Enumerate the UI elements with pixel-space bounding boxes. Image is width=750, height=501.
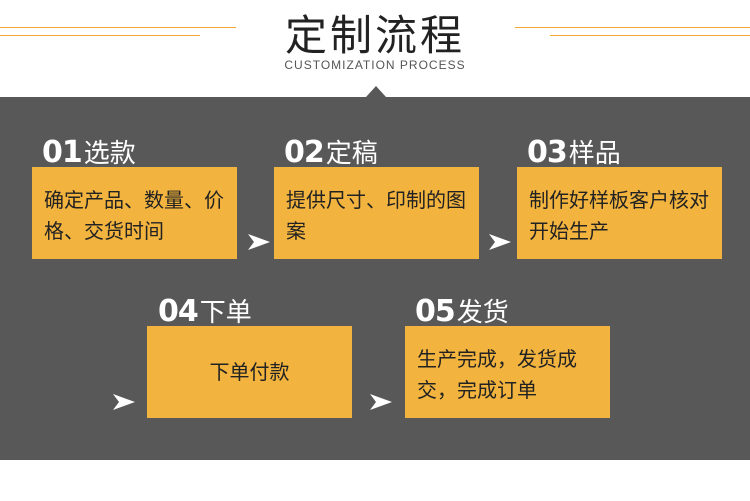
header-deco-line-right-top — [515, 27, 750, 28]
step-3-box: 制作好样板客户核对开始生产 — [517, 167, 722, 259]
header-deco-line-left-top — [0, 27, 236, 28]
arrow-right-icon — [248, 234, 270, 250]
step-1-heading: 01选款 — [42, 138, 136, 168]
page-subtitle: CUSTOMIZATION PROCESS — [284, 58, 466, 72]
step-2-box: 提供尺寸、印制的图案 — [274, 167, 479, 259]
panel-notch — [366, 86, 386, 97]
arrow-right-icon — [113, 394, 135, 410]
step-4-name: 下单 — [199, 298, 252, 328]
step-4-heading: 04下单 — [158, 297, 252, 327]
step-2-name: 定稿 — [325, 139, 378, 169]
step-1-number: 01 — [42, 135, 83, 170]
step-3-number: 03 — [527, 135, 568, 170]
step-5-heading: 05发货 — [415, 297, 509, 327]
step-5-number: 05 — [415, 294, 456, 329]
step-2-number: 02 — [284, 135, 325, 170]
step-4-box: 下单付款 — [147, 326, 352, 418]
page-title: 定制流程 — [284, 11, 465, 60]
step-1-description: 确定产品、数量、价格、交货时间 — [44, 188, 224, 243]
step-5-name: 发货 — [456, 298, 509, 328]
step-5-description: 生产完成，发货成交，完成订单 — [417, 347, 577, 402]
step-4-number: 04 — [158, 294, 199, 329]
step-2-heading: 02定稿 — [284, 138, 378, 168]
step-5-box: 生产完成，发货成交，完成订单 — [405, 326, 610, 418]
step-3-description: 制作好样板客户核对开始生产 — [529, 188, 709, 243]
step-4-description: 下单付款 — [209, 359, 290, 384]
header-deco-line-right-bottom — [550, 35, 750, 36]
arrow-right-icon — [489, 234, 511, 250]
step-1-name: 选款 — [83, 139, 136, 169]
bottom-strip — [0, 460, 750, 501]
header-deco-line-left-bottom — [0, 35, 200, 36]
step-2-description: 提供尺寸、印制的图案 — [286, 188, 466, 243]
arrow-right-icon — [370, 394, 392, 410]
step-3-heading: 03样品 — [527, 138, 621, 168]
step-3-name: 样品 — [568, 139, 621, 169]
step-1-box: 确定产品、数量、价格、交货时间 — [32, 167, 237, 259]
